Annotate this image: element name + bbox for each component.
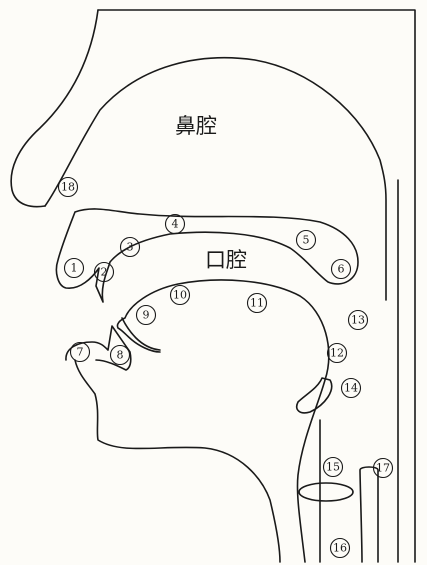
marker-8: 8 (109, 344, 131, 366)
svg-text:1: 1 (71, 262, 78, 275)
marker-10: 10 (169, 284, 191, 306)
lower-teeth-outline (121, 317, 161, 351)
marker-2: 2 (93, 261, 115, 283)
marker-7: 7 (69, 341, 91, 363)
marker-12: 12 (326, 342, 348, 364)
marker-16: 16 (329, 537, 351, 559)
svg-text:11: 11 (250, 297, 264, 310)
svg-text:14: 14 (344, 382, 358, 395)
marker-1: 1 (63, 257, 85, 279)
svg-text:4: 4 (172, 218, 179, 231)
svg-text:5: 5 (303, 234, 310, 247)
marker-6: 6 (330, 258, 352, 280)
vocal-folds (298, 482, 354, 502)
svg-text:6: 6 (338, 263, 345, 276)
svg-text:15: 15 (326, 461, 340, 474)
oral-cavity-label: 口腔 (205, 248, 247, 272)
marker-9: 9 (135, 304, 157, 326)
marker-14: 14 (340, 377, 362, 399)
svg-text:2: 2 (101, 266, 108, 279)
back-of-head-line (97, 9, 416, 563)
marker-3: 3 (119, 236, 141, 258)
palate-outline (55, 208, 359, 303)
marker-18: 18 (57, 176, 79, 198)
svg-text:10: 10 (173, 289, 187, 302)
marker-11: 11 (246, 292, 268, 314)
marker-17: 17 (372, 457, 394, 479)
svg-text:16: 16 (333, 542, 347, 555)
marker-15: 15 (322, 456, 344, 478)
nasal-cavity-label: 鼻腔 (175, 114, 217, 138)
svg-text:18: 18 (61, 181, 75, 194)
svg-text:17: 17 (376, 462, 390, 475)
nasal-cavity-outline (44, 57, 387, 301)
svg-text:13: 13 (351, 314, 365, 327)
marker-5: 5 (295, 229, 317, 251)
svg-text:8: 8 (117, 349, 124, 362)
marker-4: 4 (164, 213, 186, 235)
esophagus-tube (359, 466, 379, 563)
svg-text:3: 3 (127, 241, 134, 254)
head-profile-outline (10, 9, 281, 563)
svg-text:12: 12 (330, 347, 344, 360)
epiglottis-outline (295, 377, 333, 414)
tongue-outline (116, 279, 330, 563)
svg-text:7: 7 (77, 346, 84, 359)
svg-text:9: 9 (143, 309, 150, 322)
marker-13: 13 (347, 309, 369, 331)
